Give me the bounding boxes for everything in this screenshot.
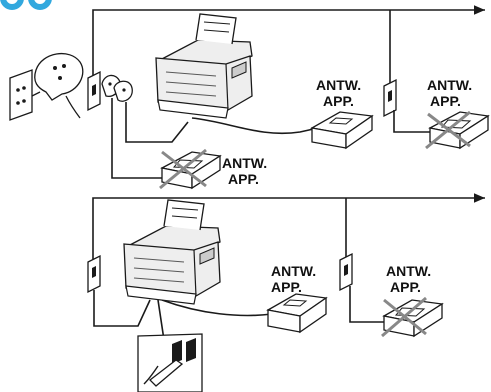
crossed-answering-machine-label: APP. (390, 279, 421, 295)
crossed-answering-machine-label: ANTW. (427, 77, 472, 93)
phone-jack-icon (340, 254, 352, 290)
header-accent-icon (3, 0, 49, 7)
answering-machine-label: APP. (323, 93, 354, 109)
crossed-answering-machine-label: ANTW. (222, 155, 267, 171)
crossed-answering-machine-label: ANTW. (386, 263, 431, 279)
telephone-plug-icon (32, 54, 83, 118)
top-diagram: ANTW. APP. ANTW. APP. ANTW. A (10, 10, 488, 188)
answering-machine-label: ANTW. (316, 77, 361, 93)
bottom-diagram: ANTW. APP. ANTW. APP. (88, 198, 485, 392)
phone-jack-icon (88, 72, 100, 110)
telephone-plug-icon (102, 75, 132, 101)
answering-machine-label: APP. (271, 279, 302, 295)
fax-machine-icon (156, 14, 252, 118)
crossed-answering-machine-label: APP. (430, 93, 461, 109)
wall-socket-icon (10, 70, 32, 120)
answering-machine-icon (268, 294, 326, 332)
answering-machine-icon (430, 112, 488, 148)
answering-machine-icon (312, 112, 372, 148)
connector-detail-icon (138, 334, 202, 392)
crossed-answering-machine-label: APP. (228, 171, 259, 187)
answering-machine-label: ANTW. (271, 263, 316, 279)
fax-machine-icon (124, 200, 220, 304)
phone-jack-icon (88, 256, 100, 292)
